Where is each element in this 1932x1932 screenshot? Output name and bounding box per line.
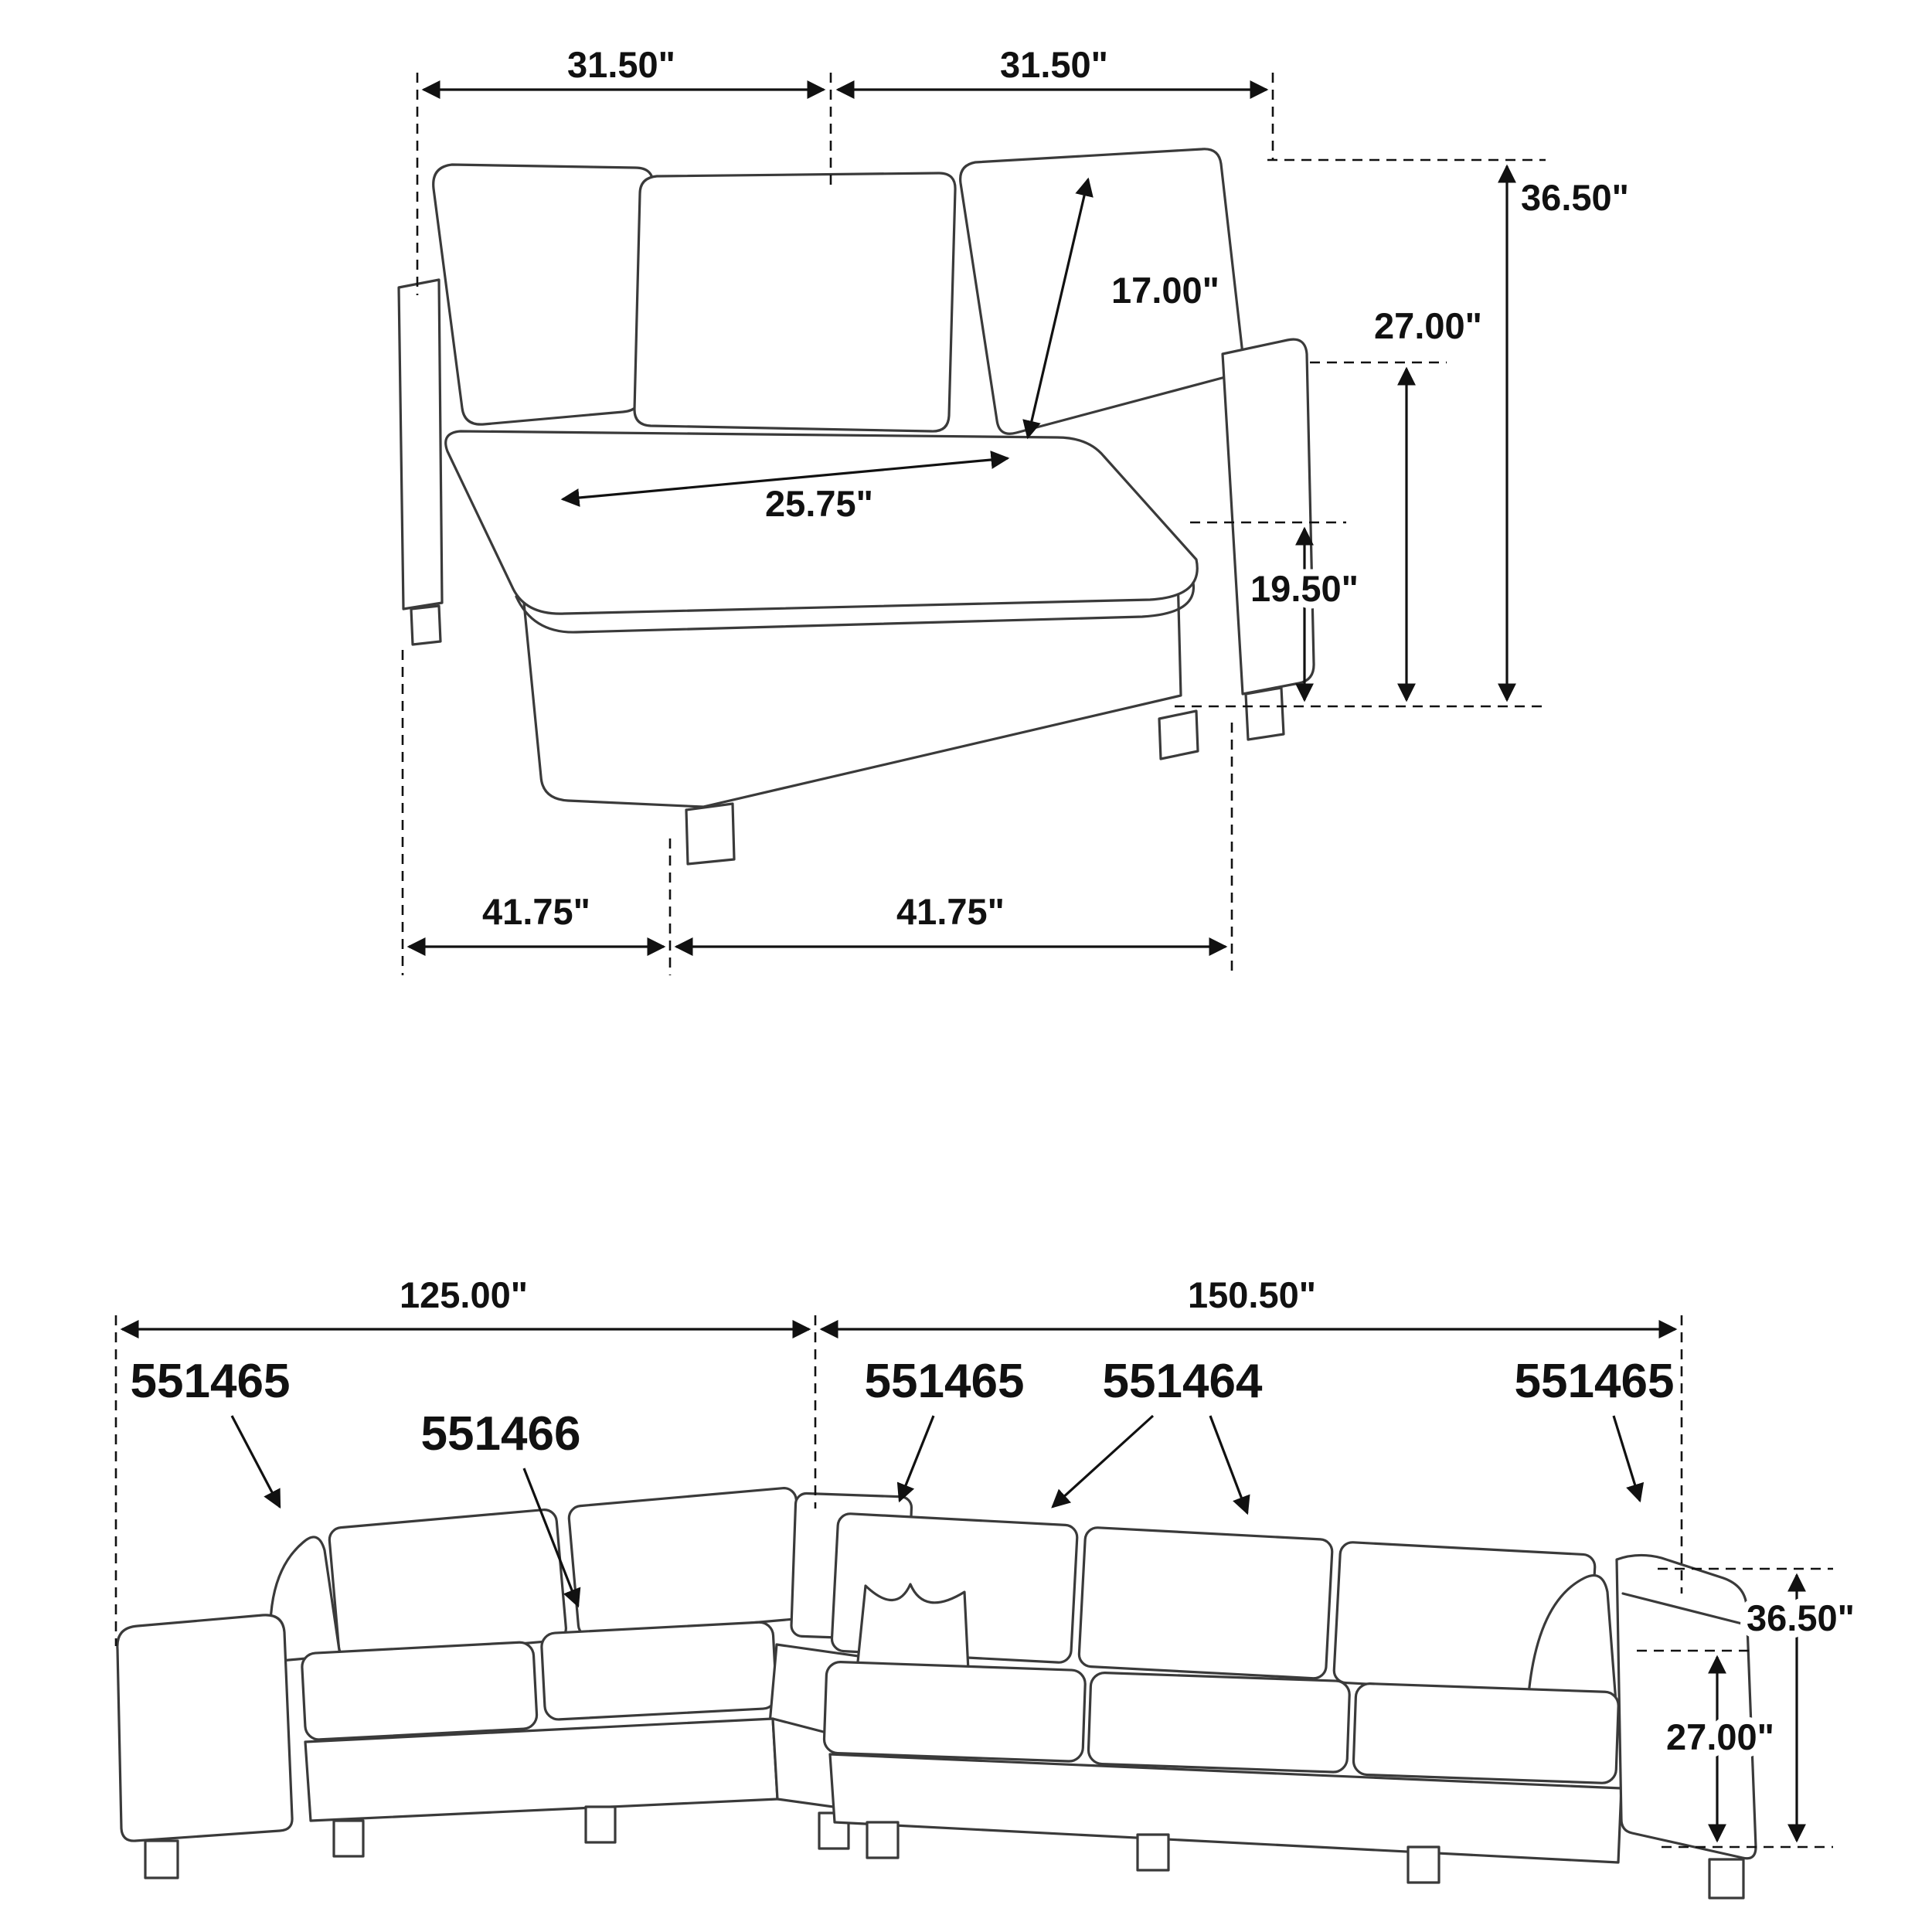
sku-arrow-center-corner [896,1415,935,1503]
corner-module-dimensions: 31.50" 31.50" 36.50" 27.00" 19.50" 17.00… [401,37,1636,975]
dim-arm-height-label: 27.00" [1374,305,1482,346]
right-foot-2 [1136,1833,1170,1872]
sectional-drawing [116,1487,1757,1900]
left-foot-1 [332,1819,365,1858]
module-base [521,573,1182,808]
sectional-dimensions: 125.00" 150.50" 36.50" 27.00" [114,1267,1862,1849]
left-seat-cushion-2 [540,1621,778,1721]
dim-seat-height-label: 19.50" [1250,568,1359,609]
sku-label-center-corner: 551465 [865,1355,1025,1408]
dim-sect-seat-height-label: 27.00" [1666,1716,1774,1757]
left-seat-cushion-1 [301,1641,539,1741]
right-foot-1 [866,1821,900,1859]
dim-width-left-label: 31.50" [567,44,675,85]
sku-arrow-armless-right-b [1209,1415,1250,1515]
center-back-pillow [633,172,957,433]
dim-overall-height-label: 36.50" [1521,177,1629,218]
right-wing-base [828,1753,1623,1864]
sku-label-left-corner: 551465 [131,1355,291,1408]
dim-line-seat-depth [560,451,1010,507]
sku-callouts: 551465 551466 551465 551464 551465 [124,1348,1681,1608]
module-front-foot [685,802,736,866]
dim-back-cushion-label: 17.00" [1111,270,1219,311]
dim-depth-left-label: 41.75" [482,891,590,932]
sku-label-armless-left: 551466 [421,1407,581,1461]
module-right-arm [1221,338,1315,696]
right-seat-cushion-1 [822,1661,1087,1763]
dim-width-right-label: 31.50" [1000,44,1108,85]
right-arm-seam [1621,1592,1747,1626]
left-arm-foot [144,1839,179,1879]
left-back-cushion [432,163,655,426]
left-back-cushion-1 [328,1509,567,1660]
dim-left-width-label: 125.00" [400,1274,528,1315]
module-right-arm-foot [1244,686,1285,741]
seat-front-seam [515,581,1196,634]
right-foot-3 [1406,1845,1440,1884]
sku-label-armless-right: 551464 [1103,1355,1263,1408]
sku-label-right-corner: 551465 [1515,1355,1675,1408]
module-right-foot [1158,709,1199,760]
left-foot-2 [584,1805,617,1844]
sku-arrow-armless-right-a [1051,1414,1155,1509]
sku-arrow-armless-left [522,1468,581,1608]
module-left-foot [410,604,442,646]
dim-seat-depth-label: 25.75" [765,483,873,524]
dim-depth-right-label: 41.75" [896,891,1005,932]
left-back-cushion-2 [567,1487,807,1638]
left-arm [116,1614,294,1842]
right-arm-foot [1708,1858,1745,1900]
dim-right-width-label: 150.50" [1188,1274,1316,1315]
dim-line-back-cushion [1022,177,1094,440]
right-seat-cushion-3 [1352,1682,1620,1784]
sku-arrow-right-corner [1612,1415,1645,1503]
module-left-panel [397,278,444,611]
right-seat-cushion-2 [1087,1672,1351,1774]
sku-arrow-left-corner [230,1415,281,1509]
right-arm-pillow [1527,1574,1618,1714]
right-back-cushion-2 [1077,1526,1334,1680]
dim-sect-overall-height-label: 36.50" [1747,1597,1855,1638]
right-arm [1615,1553,1757,1860]
